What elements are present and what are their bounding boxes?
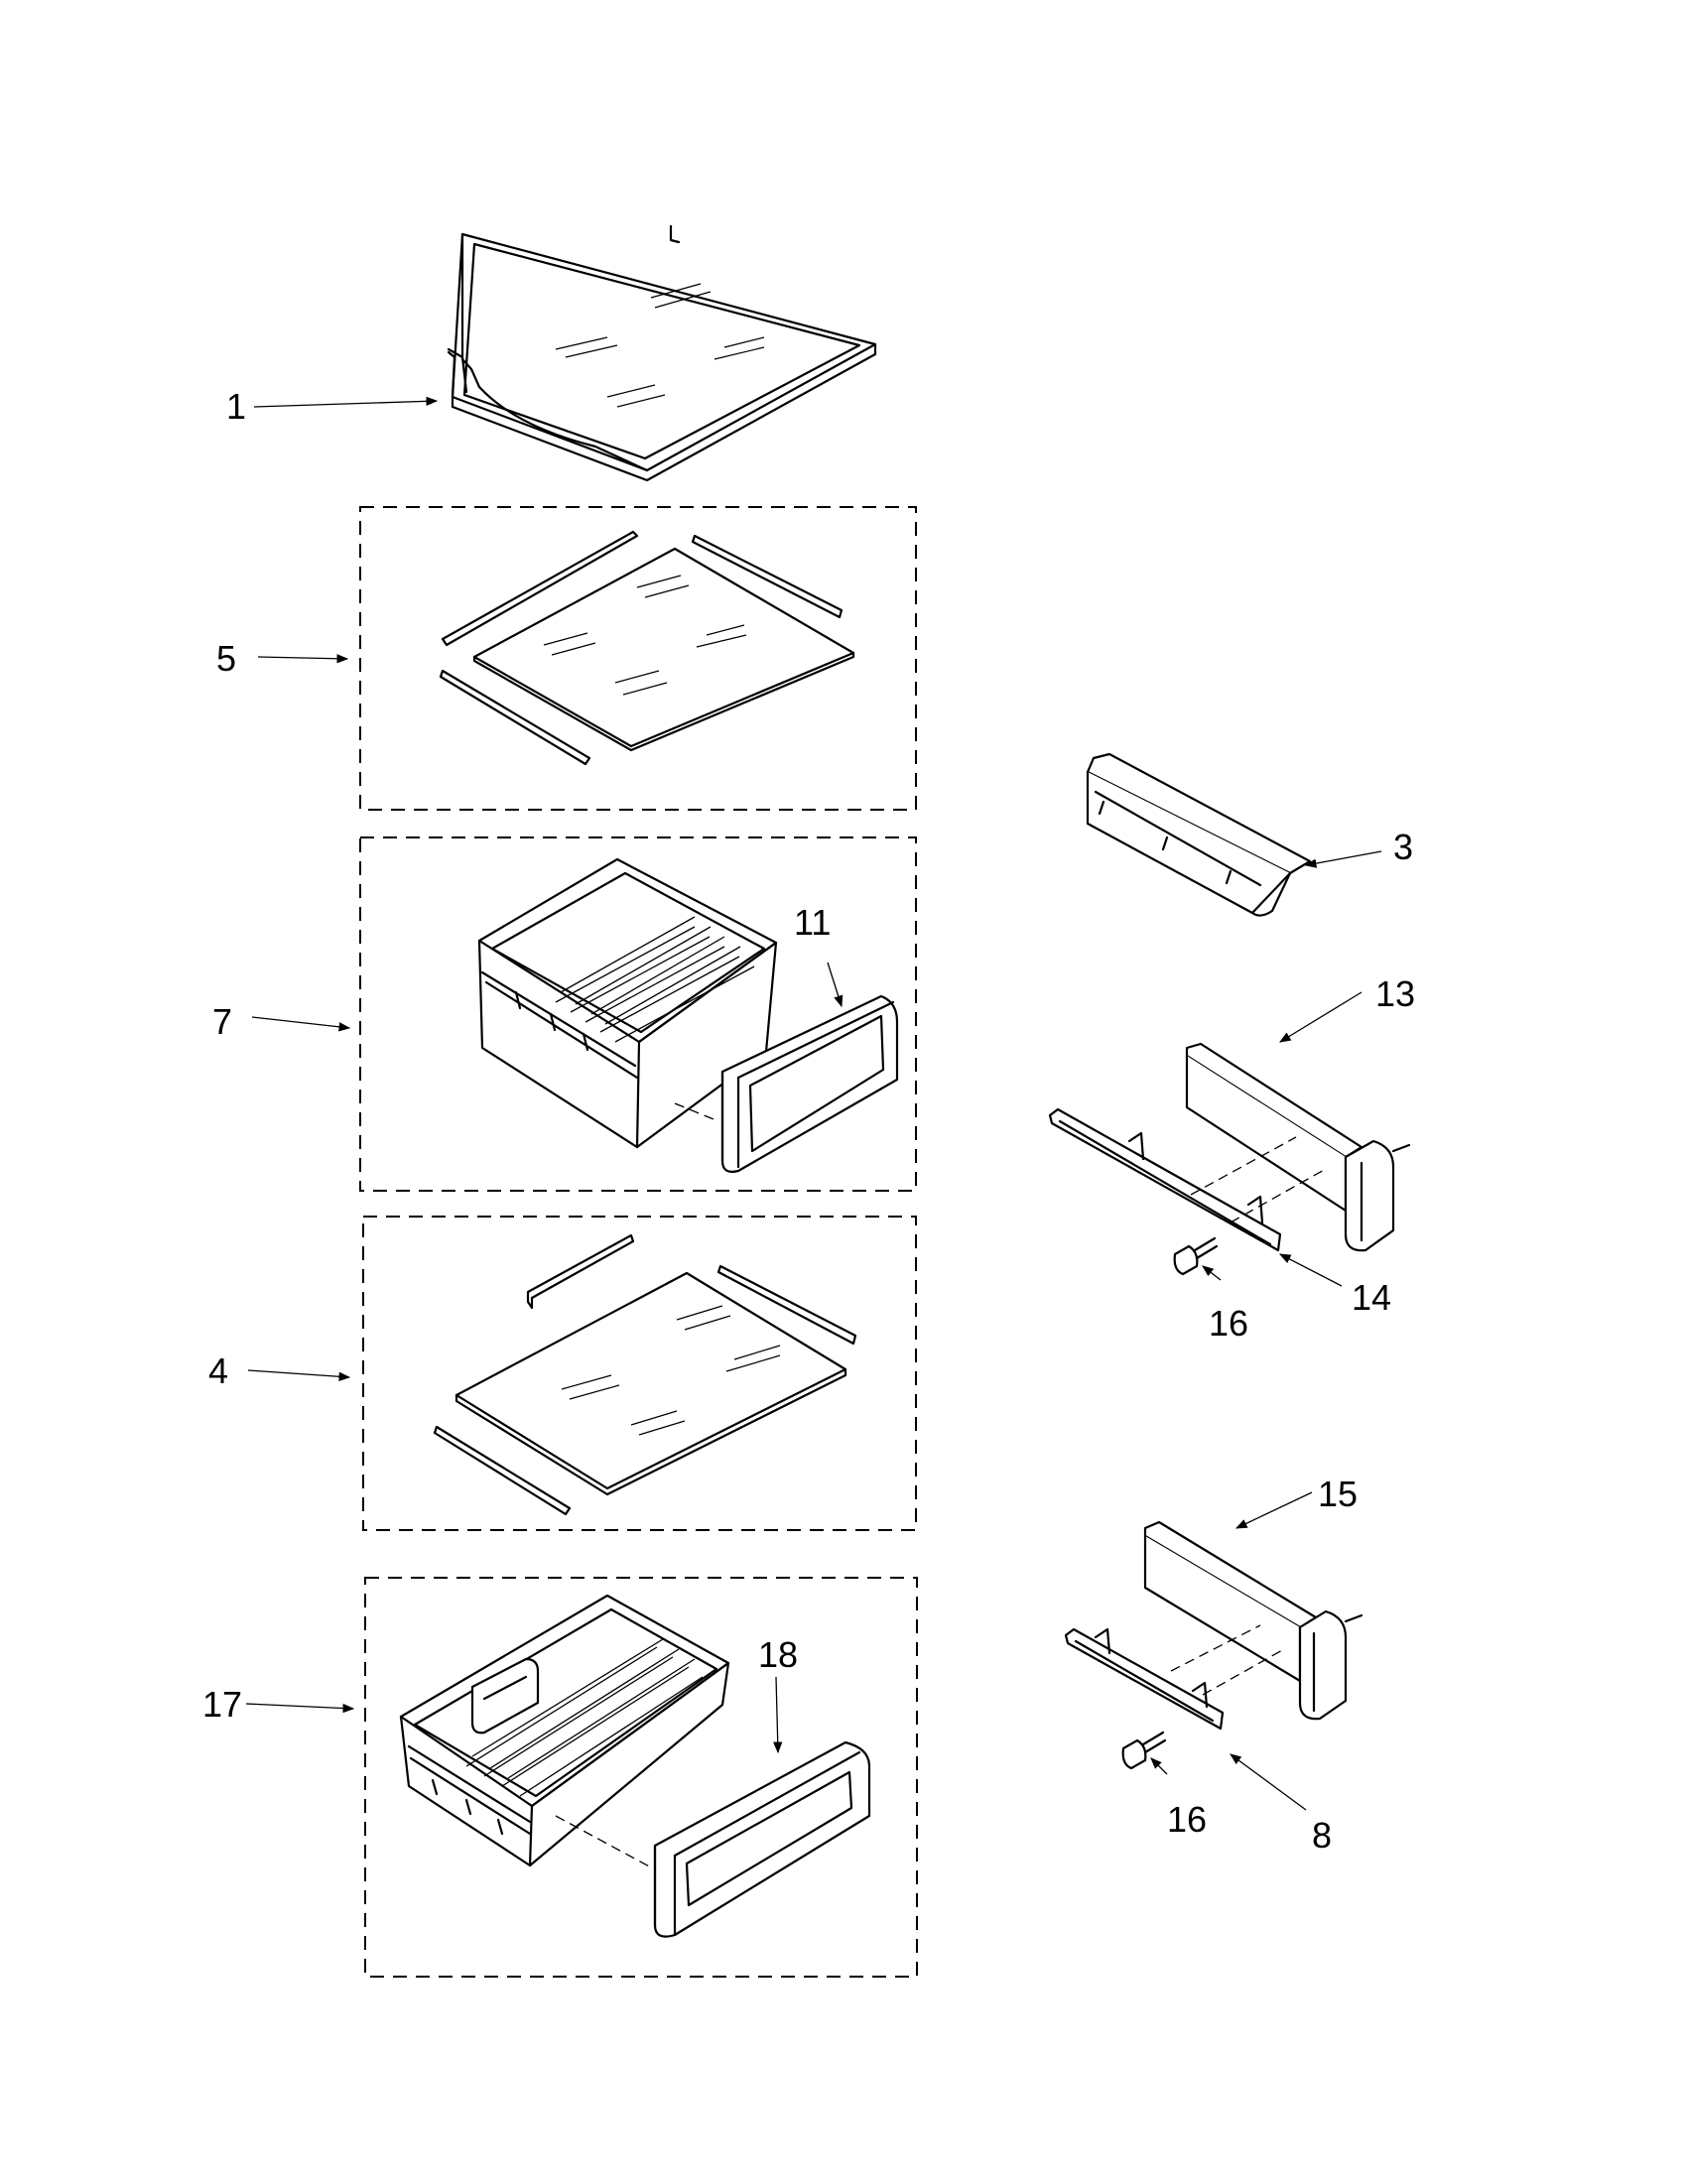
part-4-glass-kit bbox=[433, 1233, 857, 1516]
callout-3: 3 bbox=[1393, 827, 1413, 867]
part-5-glass-kit bbox=[439, 530, 855, 766]
kit-7-box bbox=[359, 836, 917, 1192]
part-8-rail bbox=[1064, 1627, 1225, 1731]
callout-15: 15 bbox=[1318, 1474, 1358, 1514]
part-14-rail bbox=[1048, 1107, 1282, 1252]
callout-16-upper: 16 bbox=[1209, 1303, 1248, 1344]
part-11-drawer-front bbox=[720, 994, 899, 1173]
callout-7: 7 bbox=[212, 1001, 232, 1042]
callout-5: 5 bbox=[216, 638, 236, 679]
callout-14: 14 bbox=[1352, 1277, 1391, 1318]
part-7-crisper-drawer bbox=[477, 857, 778, 1149]
callout-18: 18 bbox=[758, 1634, 798, 1675]
callout-11: 11 bbox=[794, 902, 831, 943]
part-3-cover bbox=[1086, 752, 1312, 917]
part-18-drawer-front bbox=[653, 1740, 871, 1938]
kit-4-box bbox=[362, 1216, 917, 1531]
part-13-front-panel bbox=[1185, 1042, 1411, 1252]
kit-5-box bbox=[359, 506, 917, 811]
callout-17: 17 bbox=[202, 1684, 242, 1725]
kit-17-box bbox=[364, 1577, 918, 1978]
part-16-screw-upper bbox=[1173, 1236, 1219, 1276]
part-15-front-panel bbox=[1143, 1520, 1363, 1721]
part-16-screw-lower bbox=[1121, 1731, 1167, 1770]
callout-1: 1 bbox=[226, 386, 246, 427]
part-1-shelf bbox=[447, 224, 877, 482]
callout-13: 13 bbox=[1375, 973, 1415, 1014]
part-17-deli-drawer bbox=[399, 1594, 730, 1867]
callout-4: 4 bbox=[208, 1350, 228, 1391]
callout-16-lower: 16 bbox=[1167, 1799, 1207, 1840]
callout-8: 8 bbox=[1312, 1815, 1332, 1856]
